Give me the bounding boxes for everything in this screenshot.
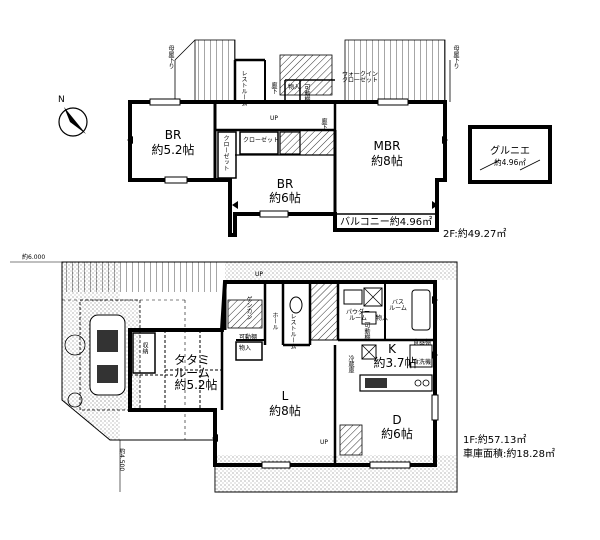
powder-room-label: パウダー ルーム — [345, 309, 371, 322]
storage-2f-label: 物入 — [288, 84, 301, 91]
genkan-label: ゲンカン — [245, 296, 252, 320]
gurunie-name: グルニエ — [490, 146, 530, 157]
dining-size: 約6帖 — [381, 427, 413, 441]
closet-br2-label: クローゼット — [243, 137, 280, 144]
garage-area: 車庫面積:約18.28㎡ — [463, 449, 555, 460]
gurunie-attic — [468, 125, 552, 184]
tatami-room-name: タタミ ルーム — [173, 353, 211, 381]
br1-name: BR — [164, 128, 182, 142]
stair-up-2f-label: UP — [270, 115, 279, 122]
stair-up-1f-label-2: UP — [320, 439, 329, 446]
br2-name: BR — [276, 177, 294, 191]
roof-eave-left-label: 母屋下り — [167, 45, 174, 69]
storage-1f-label-2: 物入 — [376, 315, 389, 322]
walkin-closet-label: ウォークイン クローゼット — [341, 71, 379, 84]
kitchen-name: K — [388, 342, 396, 356]
closet-br1-label: クローゼット — [222, 135, 229, 171]
second-floor-area: 2F:約49.27㎡ — [443, 229, 507, 240]
dimension-left: 約4.500 — [118, 448, 125, 472]
hall-label: ホール — [271, 312, 278, 330]
shuno-label: 収納 — [141, 342, 148, 354]
tatami-room-size: 約5.2帖 — [174, 378, 218, 392]
mbr-name: MBR — [373, 139, 401, 153]
hallway-2f-label: 廊下 — [270, 82, 277, 94]
kitchen-size: 約3.7帖 — [373, 356, 417, 370]
stair-up-1f-label: UP — [255, 271, 264, 278]
mbr-size: 約8帖 — [371, 154, 403, 168]
first-floor-area: 1F:約57.13㎡ — [463, 435, 527, 446]
dimension-lines — [10, 261, 121, 492]
storage-1f-label: 物入 — [239, 345, 252, 352]
shelf-1f-label: 可動棚 — [239, 334, 258, 341]
restroom-2f-label: レストルーム — [240, 70, 247, 106]
second-floor-plan — [127, 39, 451, 237]
balcony-label: バルコニー約4.96㎡ — [340, 217, 433, 228]
dishwasher-label: 食洗機 — [413, 359, 432, 366]
first-floor-plan — [61, 261, 458, 493]
shelf-1f-label-2: 可動棚 — [363, 322, 370, 340]
hallway-2f-label-2: 廊下 — [320, 118, 327, 130]
fridge-label: 冷蔵庫 — [347, 355, 354, 373]
br1-size: 約5.2帖 — [151, 143, 195, 157]
shelf-2f-label: 可動棚 — [303, 84, 310, 102]
bath-room-label: バス ルーム — [389, 299, 407, 312]
gurunie-size: 約4.96㎡ — [494, 158, 526, 167]
restroom-1f-label: レストルーム — [289, 313, 296, 349]
roof-eave-right-label: 母屋下り — [452, 45, 459, 69]
dimension-top: 約6.000 — [22, 254, 46, 261]
dining-name: D — [392, 413, 402, 427]
br2-size: 約6帖 — [269, 191, 301, 205]
living-size: 約8帖 — [269, 404, 301, 418]
living-name: L — [281, 389, 289, 403]
pantry-label: 食器棚 — [413, 339, 432, 346]
north-arrow-icon: N — [58, 95, 88, 137]
svg-text:N: N — [58, 95, 65, 105]
